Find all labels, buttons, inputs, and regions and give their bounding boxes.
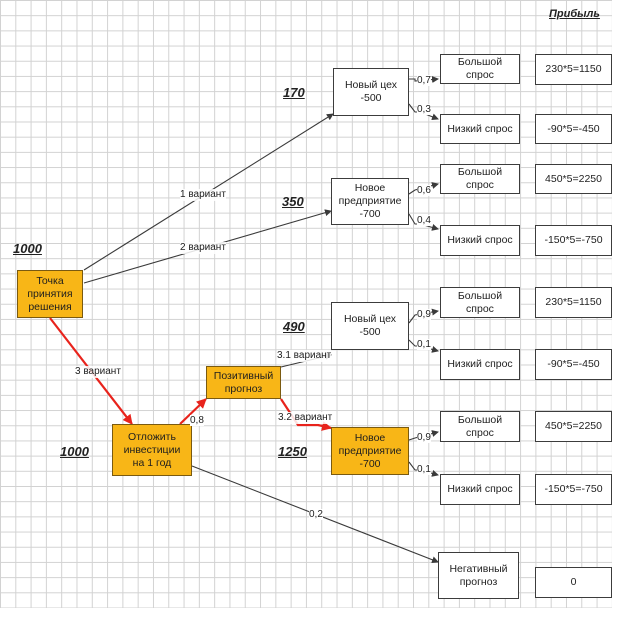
probability-label: 0,9 [417,432,431,443]
lower-shop-node[interactable]: Новый цех -500 [331,302,409,350]
probability-label: 0,6 [417,185,431,196]
branch-label-variant-3: 3 вариант [75,366,121,378]
outcome-high-demand[interactable]: Большой спрос [440,411,520,442]
expected-value-decision: 1000 [13,241,42,256]
decision-point-node[interactable]: Точка принятия решения [17,270,83,318]
profit-cell[interactable]: 0 [535,567,612,598]
profit-cell[interactable]: 230*5=1150 [535,287,612,318]
branch-label-variant-1: 1 вариант [180,189,226,201]
upper-shop-node[interactable]: Новый цех -500 [333,68,409,116]
probability-label: 0,1 [417,464,431,475]
branch-label-variant-2: 2 вариант [180,242,226,254]
outcome-low-demand[interactable]: Низкий спрос [440,225,520,256]
outcome-low-demand[interactable]: Низкий спрос [440,349,520,380]
edge-positive [179,398,207,425]
profit-cell[interactable]: 230*5=1150 [535,54,612,85]
probability-label: 0,2 [309,509,323,520]
expected-value-lower-enterprise: 1250 [278,444,307,459]
probability-label: 0,7 [417,75,431,86]
probability-label: 0,4 [417,215,431,226]
profit-cell[interactable]: 450*5=2250 [535,164,612,194]
profit-cell[interactable]: -150*5=-750 [535,225,612,256]
branch-label-variant-3-2: 3.2 вариант [278,412,333,424]
expected-value-upper-enterprise: 350 [282,194,304,209]
profit-cell[interactable]: -150*5=-750 [535,474,612,505]
probability-label: 0,1 [417,339,431,350]
profit-cell[interactable]: -90*5=-450 [535,349,612,380]
profit-cell[interactable]: -90*5=-450 [535,114,612,144]
probability-label: 0,3 [417,104,431,115]
expected-value-upper-shop: 170 [283,85,305,100]
lower-enterprise-node[interactable]: Новое предприятие -700 [331,427,409,475]
outcome-low-demand[interactable]: Низкий спрос [440,114,520,144]
outcome-high-demand[interactable]: Большой спрос [440,287,520,318]
postpone-node[interactable]: Отложить инвестиции на 1 год [112,424,192,476]
profit-cell[interactable]: 450*5=2250 [535,411,612,442]
upper-enterprise-node[interactable]: Новое предприятие -700 [331,178,409,225]
branch-label-variant-3-1: 3.1 вариант [277,350,332,362]
expected-value-lower-shop: 490 [283,319,305,334]
outcome-high-demand[interactable]: Большой спрос [440,54,520,84]
outcome-high-demand[interactable]: Большой спрос [440,164,520,194]
profit-column-title: Прибыль [549,8,600,20]
probability-label: 0,8 [190,415,204,426]
probability-label: 0,9 [417,309,431,320]
expected-value-postpone: 1000 [60,444,89,459]
negative-forecast-node[interactable]: Негативный прогноз [438,552,519,599]
positive-forecast-node[interactable]: Позитивный прогноз [206,366,281,399]
outcome-low-demand[interactable]: Низкий спрос [440,474,520,505]
